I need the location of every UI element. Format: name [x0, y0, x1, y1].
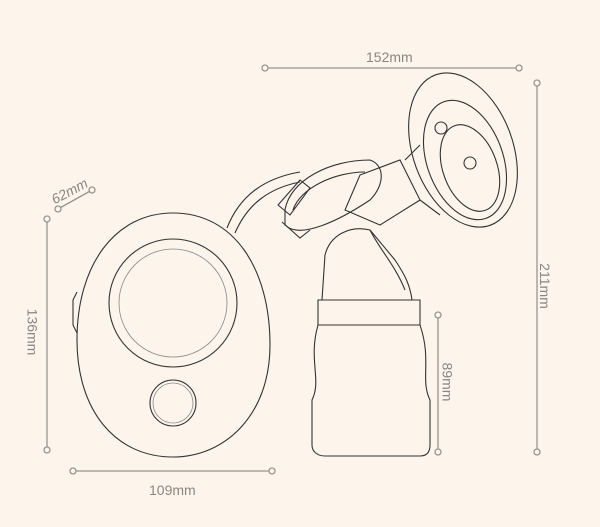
pump-width-label: 152mm: [366, 49, 413, 65]
pump-unit: [72, 171, 301, 458]
unit-height-label: 136mm: [24, 308, 41, 356]
pump-height-label: 211mm: [536, 263, 553, 309]
breast-pump: [277, 72, 518, 457]
bottle-height-label: 89mm: [439, 362, 456, 402]
dimension-lines: [43, 64, 541, 475]
unit-width-label: 109mm: [149, 482, 196, 498]
